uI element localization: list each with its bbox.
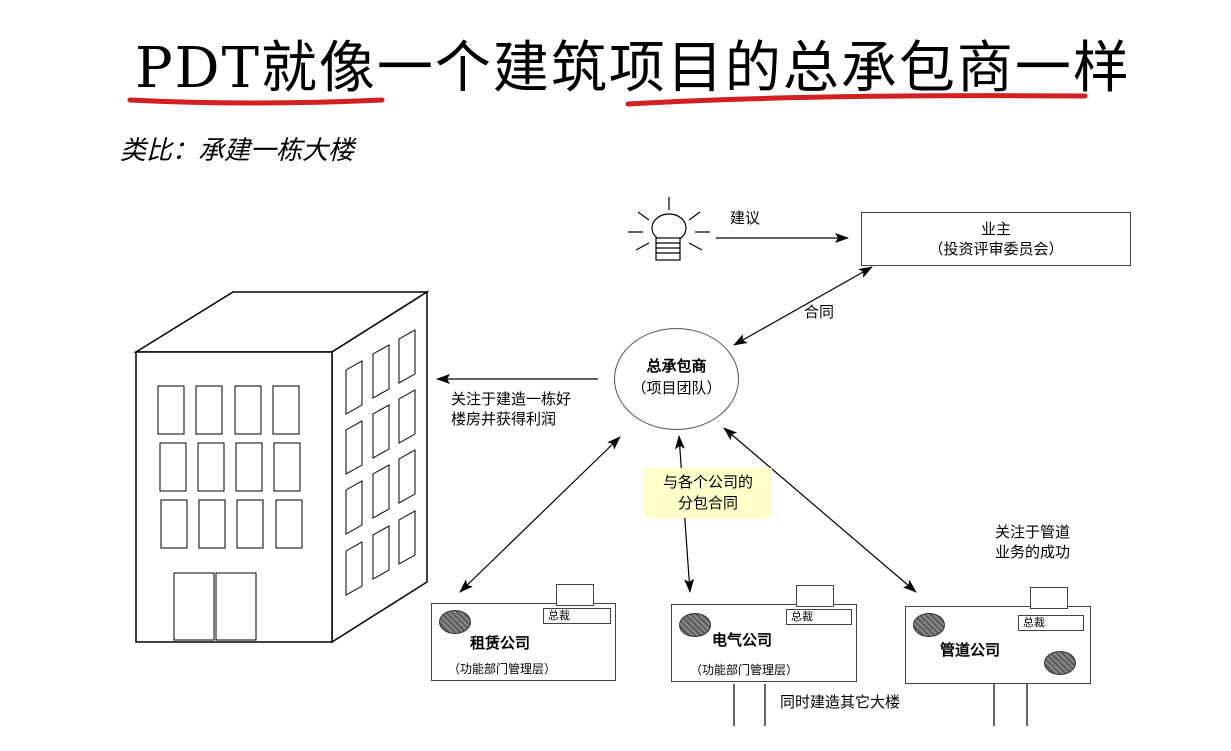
company-tab <box>556 584 594 606</box>
owner-box: 业主 （投资评审委员会） <box>861 212 1131 266</box>
owner-title: 业主 <box>980 220 1011 238</box>
lightbulb-icon <box>628 197 710 261</box>
pipeline-focus-line2: 业务的成功 <box>995 543 1071 561</box>
company-leasing: 总裁 租赁公司 （功能部门管理层） <box>431 584 616 681</box>
company-dot-icon <box>679 613 711 637</box>
title-underline-left <box>127 97 385 106</box>
ceo-label: 总裁 <box>786 609 852 625</box>
company-electric: 总裁 电气公司 （功能部门管理层） <box>671 585 857 682</box>
title-underline-right <box>625 93 1088 107</box>
page-subtitle: 类比：承建一栋大楼 <box>120 136 355 166</box>
contract-label: 合同 <box>804 303 835 321</box>
subcontract-note: 与各个公司的 分包合同 <box>644 468 772 518</box>
ceo-label: 总裁 <box>543 608 611 624</box>
company-dot-icon <box>439 610 471 634</box>
arrow-pipeline <box>723 427 917 593</box>
page-title: PDT就像一个建筑项目的总承包商一样 <box>135 36 1131 101</box>
company-name: 电气公司 <box>712 631 773 649</box>
company-tab <box>1030 587 1068 609</box>
building-focus-line2: 楼房并获得利润 <box>451 410 557 428</box>
owner-subtitle: （投资评审委员会） <box>928 240 1064 258</box>
building-illustration <box>133 290 430 644</box>
subcontract-line1: 与各个公司的 <box>662 473 753 491</box>
arrow-leasing <box>459 436 621 593</box>
company-subtitle: （功能部门管理层） <box>690 663 799 677</box>
company-name: 租赁公司 <box>470 634 531 652</box>
general-contractor-node: 总承包商 （项目团队） <box>614 328 739 430</box>
company-subtitle: （功能部门管理层） <box>448 662 557 676</box>
subcontract-line2: 分包合同 <box>677 494 738 512</box>
ceo-label: 总裁 <box>1018 615 1084 631</box>
arrow-contract <box>733 266 873 346</box>
contractor-team: （项目团队） <box>631 379 722 397</box>
company-pipeline: 总裁 管道公司 <box>905 587 1091 684</box>
company-name: 管道公司 <box>940 641 1001 659</box>
other-buildings-label: 同时建造其它大楼 <box>780 693 901 711</box>
company-dot-icon <box>913 613 945 637</box>
company-dot-icon <box>1044 651 1076 675</box>
suggestion-label: 建议 <box>730 209 761 227</box>
building-focus-line1: 关注于建造一栋好 <box>451 390 572 408</box>
pipeline-focus-line1: 关注于管道 <box>995 523 1071 541</box>
company-tab <box>796 585 834 607</box>
contractor-name: 总承包商 <box>646 357 707 375</box>
